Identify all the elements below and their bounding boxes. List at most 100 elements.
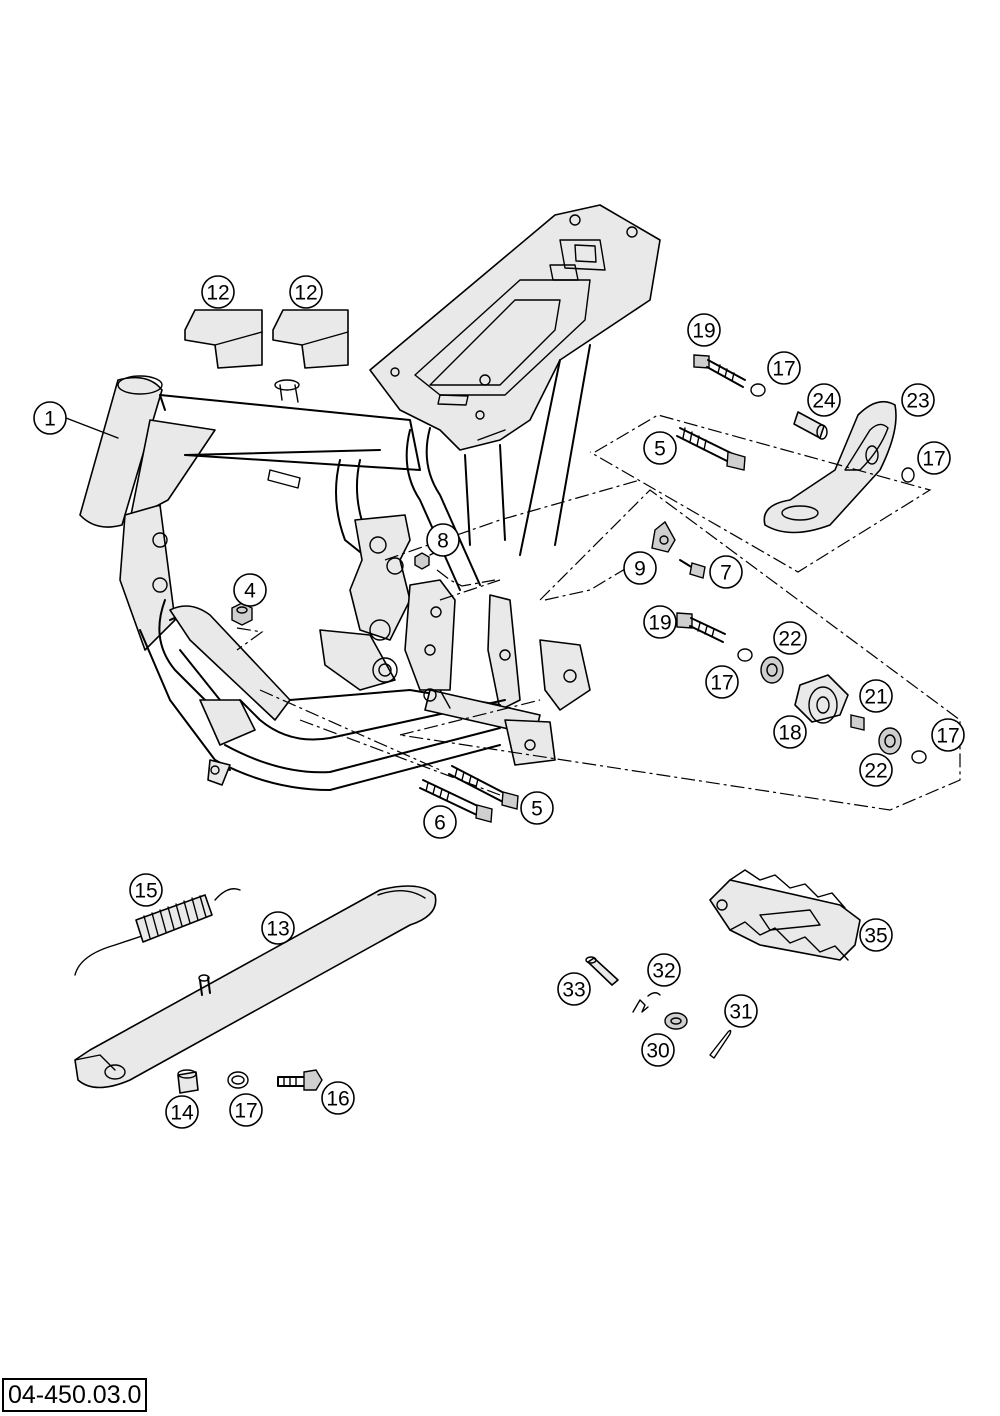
callout-number: 21 [864,686,887,709]
callout-19: 19 [643,605,677,639]
callout-17: 17 [705,665,739,699]
callout-circle [901,383,935,417]
callout-circle [705,665,739,699]
callout-number: 17 [772,358,795,381]
callout-circle [623,551,657,585]
frame-protector-right [272,309,349,369]
callout-22: 22 [859,753,893,787]
callout-number: 19 [692,320,715,343]
callout-13: 13 [261,911,295,945]
bolt-6 [419,779,493,823]
callout-number: 22 [778,628,801,651]
chain-roller-18 [794,674,849,723]
callout-circle [767,351,801,385]
callout-circle [773,715,807,749]
diagram-code-label: 04-450.03.0 [2,1378,148,1412]
callout-number: 14 [170,1102,194,1125]
callout-number: 1 [44,408,56,431]
callout-circle [426,523,460,557]
callout-circle [321,1081,355,1115]
bolt-19-upper [693,354,746,388]
callout-21: 21 [859,679,893,713]
callout-32: 32 [647,953,681,987]
bolt-5-upper [676,427,746,471]
bolt-19-lower [676,612,726,643]
callout-circle [261,911,295,945]
callout-6: 6 [423,805,457,839]
callout-circle [289,275,323,309]
callout-circle [129,873,163,907]
callout-circle [687,313,721,347]
callout-number: 16 [326,1088,349,1111]
callout-circle [724,994,758,1028]
callout-number: 9 [634,558,646,581]
callout-5: 5 [520,791,554,825]
callout-18: 18 [773,715,807,749]
callout-circle [233,573,267,607]
callout-24: 24 [807,383,841,417]
callout-number: 13 [266,918,289,941]
bearing-22-b [878,727,902,755]
callout-number: 17 [922,448,945,471]
callout-31: 31 [724,994,758,1028]
footrest-35 [709,879,861,961]
callout-number: 17 [234,1100,257,1123]
callout-17: 17 [229,1093,263,1127]
callout-number: 5 [654,438,666,461]
steering-head-tube [79,376,163,528]
callout-7: 7 [709,555,743,589]
side-stand-13 [74,885,437,1089]
callout-circle [709,555,743,589]
callout-number: 19 [648,612,671,635]
callout-number: 17 [710,672,733,695]
spring-15 [135,894,213,943]
callout-8: 8 [426,523,460,557]
bolt-5-lower [448,765,519,810]
callout-4: 4 [233,573,267,607]
callout-9: 9 [623,551,657,585]
callout-17: 17 [917,441,951,475]
callout-16: 16 [321,1081,355,1115]
callout-number: 22 [864,760,887,783]
small-parts [74,309,927,1094]
brake-pedal-23 [763,400,897,534]
callout-17: 17 [931,718,965,752]
callout-circle [773,621,807,655]
callout-22: 22 [773,621,807,655]
callout-15: 15 [129,873,163,907]
frame-drawing [79,204,661,791]
callout-number: 5 [531,798,543,821]
callout-circle [557,972,591,1006]
callout-circle [647,953,681,987]
callout-number: 15 [134,880,157,903]
callout-circle [520,791,554,825]
callout-35: 35 [859,918,893,952]
callout-19: 19 [687,313,721,347]
callout-33: 33 [557,972,591,1006]
swingarm-pivot-plate [349,514,411,641]
callout-1: 1 [33,401,67,435]
callout-number: 30 [646,1040,669,1063]
frame-protector-left [184,309,263,369]
callout-number: 23 [906,390,929,413]
callout-number: 17 [936,725,959,748]
callout-circle [201,275,235,309]
callout-number: 7 [720,562,732,585]
callout-number: 32 [652,960,675,983]
callout-number: 35 [864,925,887,948]
callout-number: 24 [812,390,836,413]
callout-5: 5 [643,431,677,465]
rear-subframe [369,204,661,451]
callout-12: 12 [201,275,235,309]
callout-14: 14 [165,1095,199,1129]
bearing-22-a [760,656,784,684]
callout-circle [931,718,965,752]
callout-30: 30 [641,1033,675,1067]
washer-17-b [901,467,915,483]
callout-circle [807,383,841,417]
washer-17-a [750,383,766,397]
callout-circle [859,679,893,713]
